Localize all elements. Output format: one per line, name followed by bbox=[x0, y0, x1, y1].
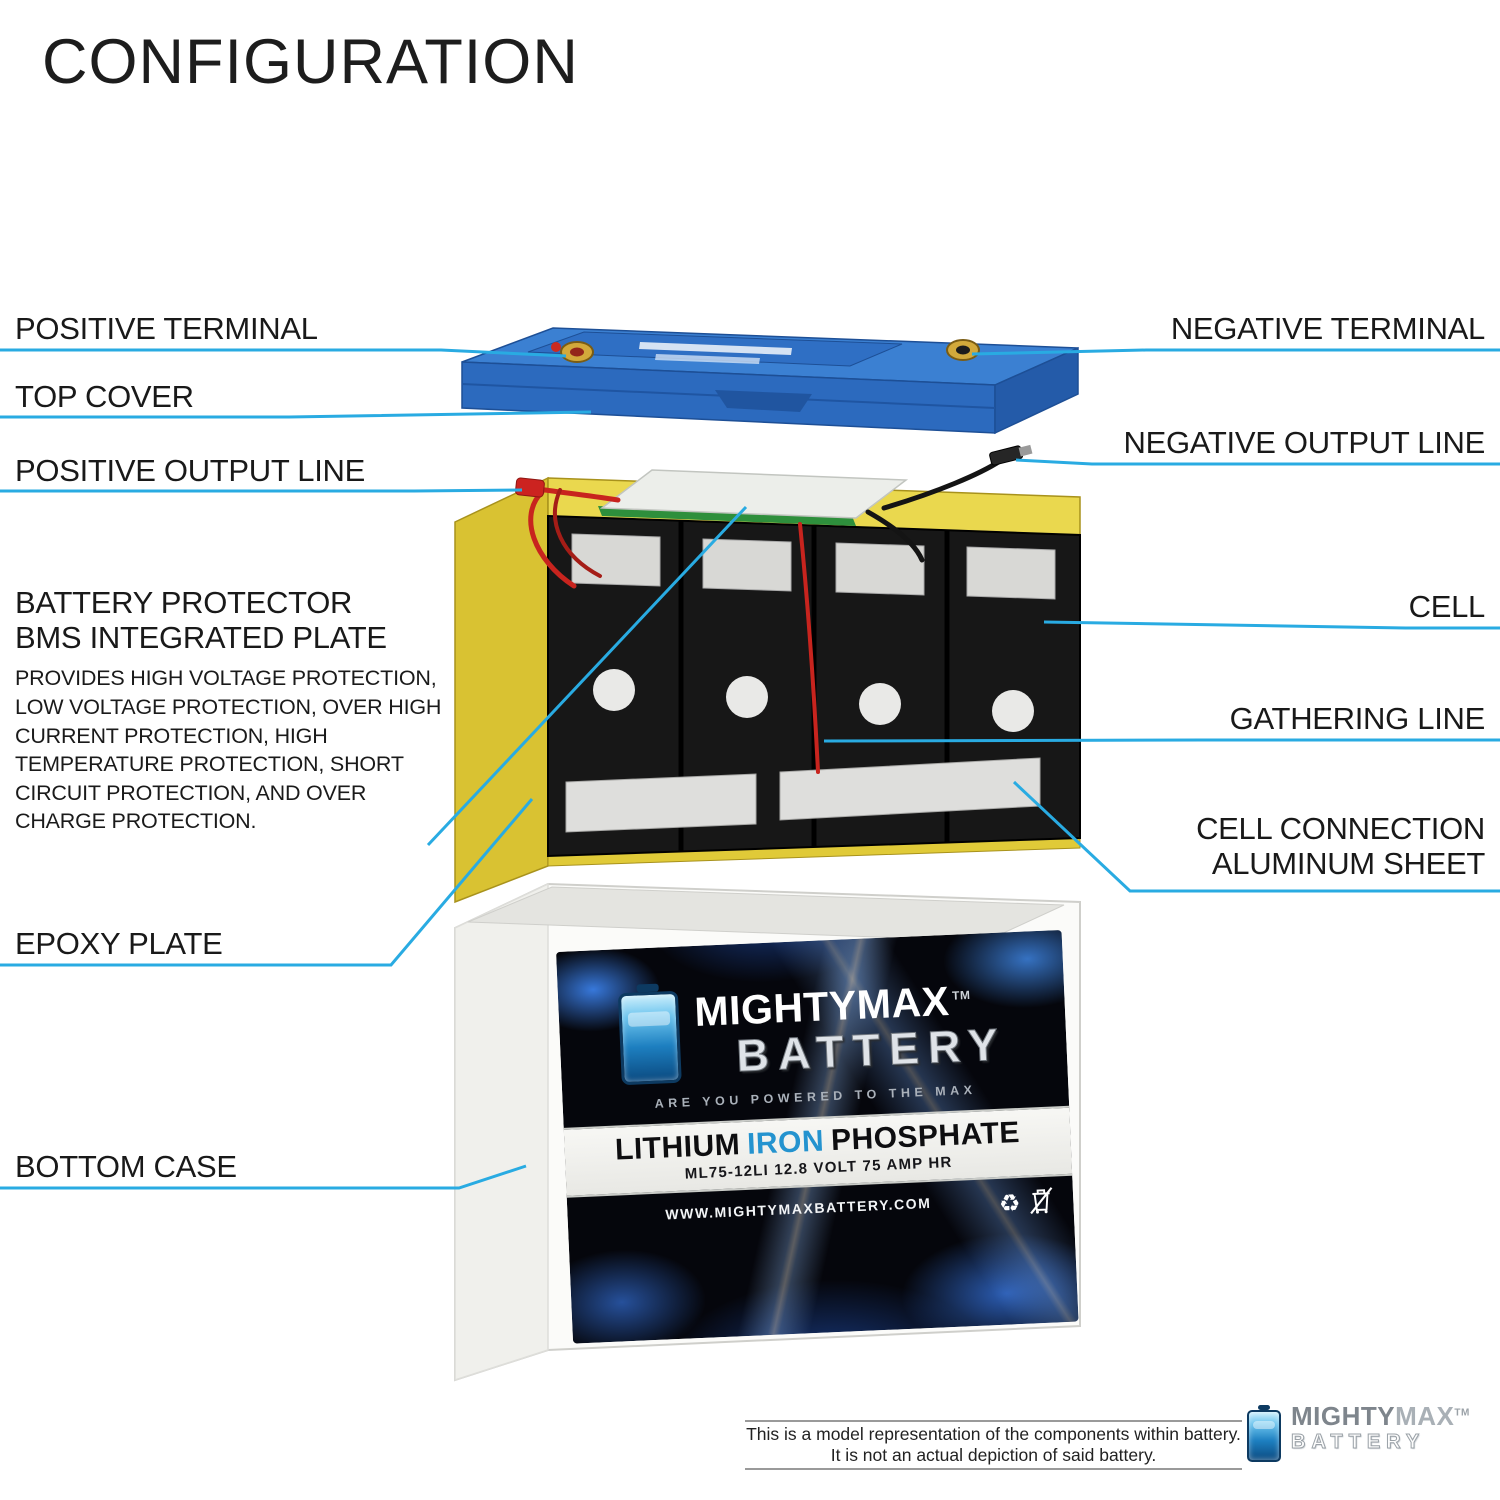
negative-output-connector bbox=[989, 444, 1033, 466]
leader-bottom-case bbox=[0, 1164, 527, 1190]
weee-bin-icon bbox=[1029, 1185, 1054, 1219]
leader-gathering-line bbox=[823, 738, 1500, 743]
label-positive-terminal: POSITIVE TERMINAL bbox=[15, 311, 318, 346]
cell-vent-circle bbox=[726, 676, 768, 718]
label-cell-connection-line1: CELL CONNECTION bbox=[1196, 811, 1485, 846]
footer-rule-bottom bbox=[745, 1468, 1242, 1470]
cell-vent-circle bbox=[992, 690, 1034, 732]
gathering-line-wire bbox=[798, 522, 820, 774]
negative-output-connector-tip bbox=[1018, 444, 1033, 457]
negative-terminal-post bbox=[956, 345, 970, 355]
cell-pack bbox=[454, 444, 1081, 904]
chemistry-word1: LITHIUM bbox=[614, 1128, 741, 1167]
label-battery-protector-line1: BATTERY PROTECTOR bbox=[15, 585, 353, 620]
trademark: TM bbox=[951, 988, 971, 1004]
leader-cell bbox=[1043, 620, 1500, 630]
label-positive-output-line: POSITIVE OUTPUT LINE bbox=[15, 453, 366, 488]
recycle-icon: ♻ bbox=[998, 1188, 1022, 1218]
label-negative-terminal: NEGATIVE TERMINAL bbox=[1170, 311, 1485, 346]
leader-epoxy-plate bbox=[0, 798, 534, 967]
cell-connection-aluminum-sheet-left bbox=[565, 773, 757, 833]
positive-terminal-marker bbox=[551, 342, 561, 352]
footer-brand-sub: BATTERY bbox=[1291, 1430, 1426, 1453]
top-cover-right-face bbox=[994, 346, 1079, 435]
cell-top-tab bbox=[835, 542, 925, 596]
cell-top-tab bbox=[571, 533, 661, 587]
positive-terminal-post bbox=[570, 347, 584, 357]
label-gathering-line: GATHERING LINE bbox=[1229, 701, 1486, 736]
brand-row: MIGHTYMAXTM BATTERY bbox=[558, 974, 1068, 1088]
label-top-cover: TOP COVER bbox=[15, 379, 194, 414]
cell-top-tab bbox=[966, 546, 1056, 600]
brand-part2: MAX bbox=[855, 977, 951, 1028]
positive-output-connector bbox=[515, 477, 545, 498]
footer-logo: MIGHTYMAXTM BATTERY bbox=[1247, 1402, 1470, 1462]
leader-positive-output-line bbox=[0, 488, 523, 493]
leader-negative-output-line bbox=[1015, 458, 1500, 466]
cell-top-tab bbox=[702, 538, 792, 592]
bms-integrated-plate bbox=[599, 469, 909, 519]
leader-battery-protector bbox=[426, 505, 748, 847]
top-cover-print-line bbox=[655, 354, 760, 364]
label-cell-connection-line2: ALUMINUM SHEET bbox=[1211, 845, 1485, 881]
page-title: CONFIGURATION bbox=[42, 27, 579, 97]
top-cover-handle-notch bbox=[715, 390, 812, 412]
footer-rule-top bbox=[745, 1420, 1242, 1422]
brand-sub: BATTERY bbox=[735, 1018, 1008, 1082]
bottom-case-opening bbox=[467, 886, 1065, 942]
label-battery-protector-line2: BMS INTEGRATED PLATE bbox=[15, 619, 387, 655]
bottom-case-side-face bbox=[454, 882, 549, 1382]
negative-output-wire bbox=[865, 509, 925, 563]
footer-brand-part2: MAX bbox=[1395, 1401, 1455, 1431]
label-bottom-row: WWW.MIGHTYMAXBATTERY.COM ♻ bbox=[567, 1185, 1074, 1252]
label-battery-protector-description: PROVIDES HIGH VOLTAGE PROTECTION, LOW VO… bbox=[15, 666, 442, 834]
label-battery-protector: BATTERY PROTECTOR BMS INTEGRATED PLATE P… bbox=[15, 585, 443, 836]
leader-top-cover bbox=[0, 410, 592, 419]
footer-brand-name: MIGHTYMAXTM bbox=[1291, 1402, 1470, 1431]
compliance-icons: ♻ bbox=[998, 1185, 1054, 1220]
website-text: WWW.MIGHTYMAXBATTERY.COM bbox=[665, 1194, 932, 1222]
label-cell-connection: CELL CONNECTION ALUMINUM SHEET bbox=[1196, 811, 1485, 881]
leader-lines bbox=[0, 348, 1500, 1190]
leader-negative-terminal bbox=[971, 348, 1500, 356]
top-cover bbox=[461, 327, 1079, 435]
label-epoxy-plate: EPOXY PLATE bbox=[15, 926, 223, 961]
chemistry-word2: IRON bbox=[746, 1124, 825, 1161]
cell-vent-circle bbox=[593, 669, 635, 711]
battery-logo-icon bbox=[617, 990, 682, 1086]
footer-logo-text: MIGHTYMAXTM BATTERY bbox=[1291, 1402, 1470, 1453]
footer-disclaimer: This is a model representation of the co… bbox=[745, 1424, 1242, 1466]
label-negative-output-line: NEGATIVE OUTPUT LINE bbox=[1123, 425, 1486, 460]
footer-trademark: TM bbox=[1454, 1407, 1470, 1419]
label-cell: CELL bbox=[1408, 589, 1486, 624]
cell-vent-circle bbox=[859, 683, 901, 725]
leader-cell-connection bbox=[1012, 780, 1500, 893]
product-label: MIGHTYMAXTM BATTERY ARE YOU POWERED TO T… bbox=[556, 929, 1079, 1344]
negative-output-connector-body bbox=[989, 445, 1024, 466]
battery-logo-icon-small bbox=[1247, 1410, 1281, 1462]
disclaimer-line1: This is a model representation of the co… bbox=[746, 1424, 1241, 1444]
label-bottom-case: BOTTOM CASE bbox=[15, 1149, 237, 1184]
footer-brand-part1: MIGHTY bbox=[1291, 1401, 1396, 1431]
disclaimer-line2: It is not an actual depiction of said ba… bbox=[830, 1445, 1157, 1465]
leader-positive-terminal bbox=[0, 348, 567, 358]
brand-text: MIGHTYMAXTM BATTERY bbox=[693, 977, 1008, 1082]
positive-output-wire bbox=[528, 489, 577, 589]
top-cover-print-line bbox=[639, 342, 792, 355]
positive-output-wire bbox=[553, 488, 602, 578]
negative-output-wire bbox=[881, 458, 1003, 511]
